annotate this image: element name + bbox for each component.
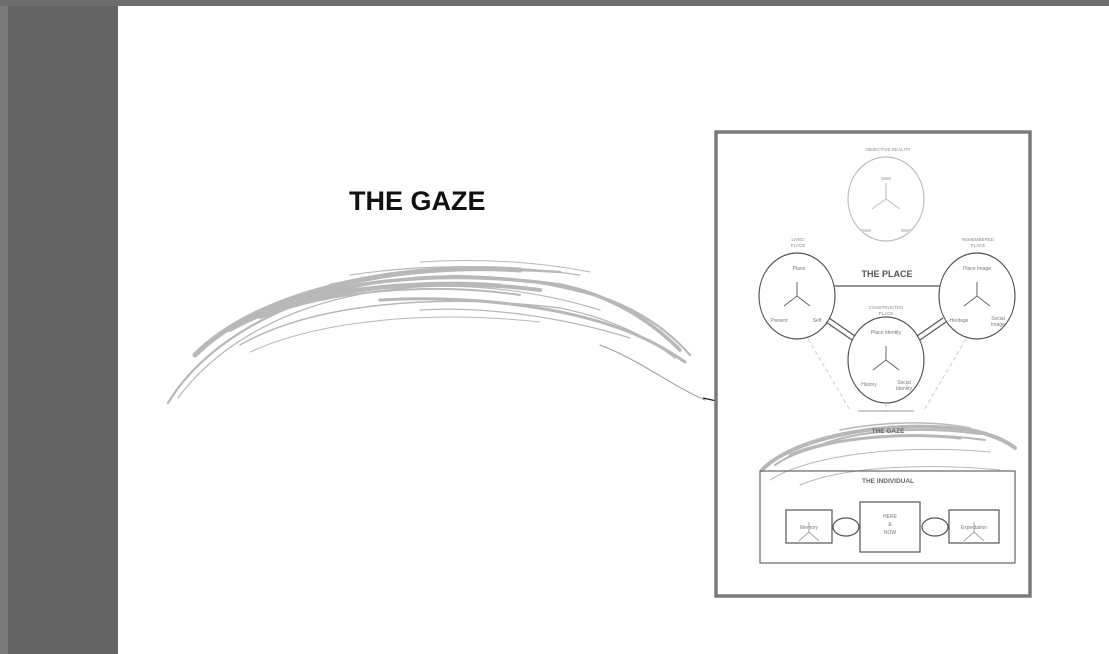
- the-place-label: THE PLACE: [861, 269, 912, 279]
- here-now-line1: HERE: [883, 514, 898, 520]
- constructed-place-item-identity2: Identity: [896, 386, 913, 392]
- constructed-place-label-line2: PLACE: [879, 311, 894, 316]
- remembered-place-label: REMEMBERED: [962, 237, 995, 242]
- objective-reality-label: OBJECTIVE REALITY: [865, 147, 910, 152]
- constructed-place-item-history: History: [861, 382, 877, 388]
- lived-place-item-present: Present: [770, 318, 788, 324]
- the-individual-label: THE INDIVIDUAL: [862, 478, 914, 485]
- gaze-strokes-large: [168, 260, 705, 403]
- lived-place-item-place: Place: [793, 266, 806, 272]
- remembered-place-item-heritage: Heritage: [950, 318, 969, 324]
- remembered-place-label-line2: PLACE: [971, 243, 986, 248]
- the-gaze-label: THE GAZE: [872, 428, 906, 435]
- lived-place-label: LIVED: [791, 237, 805, 242]
- lived-place-item-self: Self: [813, 318, 822, 324]
- constructed-place-label: CONSTRUCTED: [869, 305, 904, 310]
- diagram-card: OBJECTIVE REALITY THE PLACE LIVED PLACE …: [716, 132, 1030, 596]
- here-now-line3: NOW: [884, 530, 897, 536]
- remembered-place-item-image2: Image: [991, 322, 1005, 328]
- constructed-place-item-identity: Place Identity: [871, 330, 902, 336]
- lived-place-label-line2: PLACE: [791, 243, 806, 248]
- remembered-place-item-image: Place Image: [963, 266, 991, 272]
